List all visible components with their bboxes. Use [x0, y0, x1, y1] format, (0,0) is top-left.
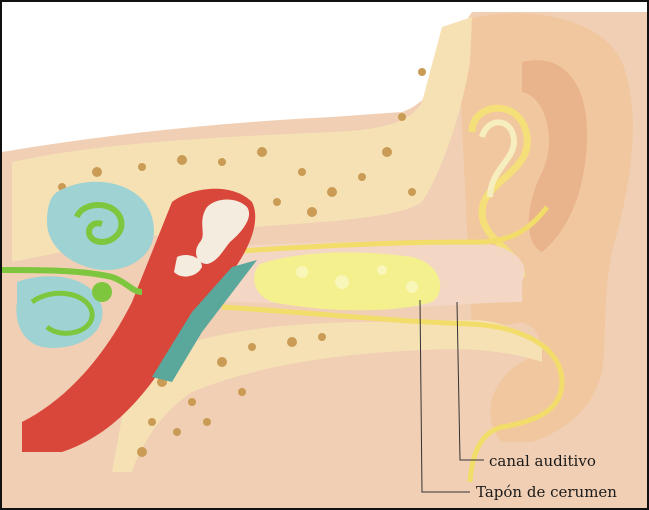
canal-auditivo-label: canal auditivo — [489, 452, 596, 470]
tapon-de-cerumen-label: Tapón de cerumen — [476, 483, 617, 501]
vestibule-node — [92, 282, 112, 302]
